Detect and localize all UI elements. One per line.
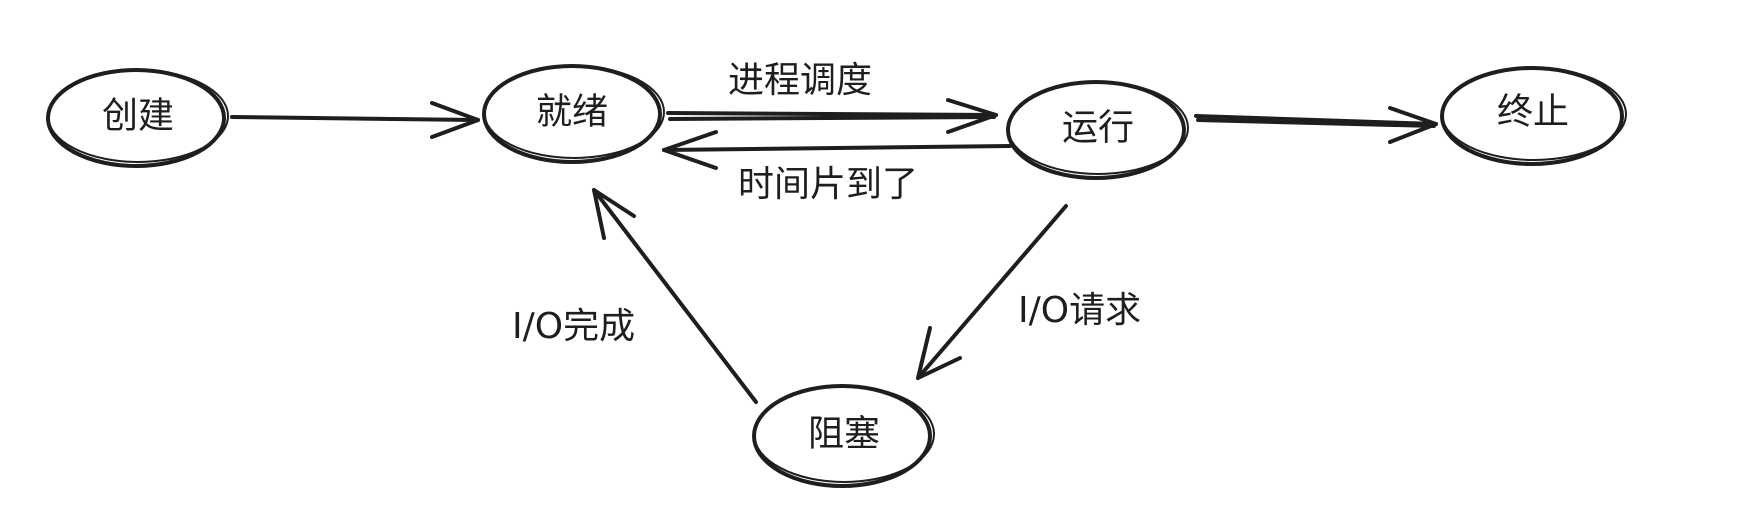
edge-running-terminated-line-sketch xyxy=(1196,118,1436,128)
node-ready-sketch-stroke xyxy=(483,65,665,159)
edge-ready-running-line xyxy=(666,111,998,117)
edge-running-blocked-line xyxy=(916,204,1068,380)
node-running: 运行 xyxy=(1006,80,1189,180)
edge-running-terminated-arrowhead xyxy=(1388,106,1438,144)
edge-blocked-ready: I/O完成 xyxy=(512,188,758,404)
edge-running-terminated xyxy=(1194,106,1438,144)
edge-blocked-ready-label: I/O完成 xyxy=(512,306,635,347)
node-blocked-sketch-stroke xyxy=(753,385,935,483)
node-terminated: 终止 xyxy=(1440,66,1627,166)
node-terminated-sketch-stroke xyxy=(1441,67,1627,161)
edge-running-blocked: I/O请求 xyxy=(916,204,1141,380)
edge-running-ready-line xyxy=(662,144,1012,152)
edge-running-terminated-line xyxy=(1194,114,1438,126)
edge-ready-running-label: 进程调度 xyxy=(728,60,872,101)
edge-create-ready-line xyxy=(230,115,480,122)
node-ready-label: 就绪 xyxy=(536,92,608,133)
edge-running-blocked-arrowhead xyxy=(916,326,962,380)
edge-blocked-ready-arrowhead xyxy=(592,188,636,240)
edge-running-blocked-label: I/O请求 xyxy=(1018,290,1141,331)
node-terminated-label: 终止 xyxy=(1497,92,1569,133)
node-ready: 就绪 xyxy=(482,64,665,164)
edge-create-ready xyxy=(230,101,480,139)
node-create: 创建 xyxy=(46,68,229,168)
edge-running-ready-label: 时间片到了 xyxy=(738,164,918,205)
edge-running-ready: 时间片到了 xyxy=(662,130,1012,205)
node-create-label: 创建 xyxy=(102,96,174,137)
edge-running-ready-arrowhead xyxy=(662,130,718,170)
edge-create-ready-arrowhead xyxy=(430,101,480,139)
edge-ready-running-arrowhead xyxy=(946,98,998,134)
node-running-sketch-stroke xyxy=(1007,81,1189,175)
node-running-label: 运行 xyxy=(1062,108,1134,149)
edge-ready-running: 进程调度 xyxy=(666,60,998,134)
edge-blocked-ready-line xyxy=(592,188,758,404)
node-create-sketch-stroke xyxy=(47,69,229,163)
node-blocked-label: 阻塞 xyxy=(808,414,880,455)
edge-ready-running-line-sketch xyxy=(668,115,996,121)
node-blocked: 阻塞 xyxy=(752,384,935,488)
